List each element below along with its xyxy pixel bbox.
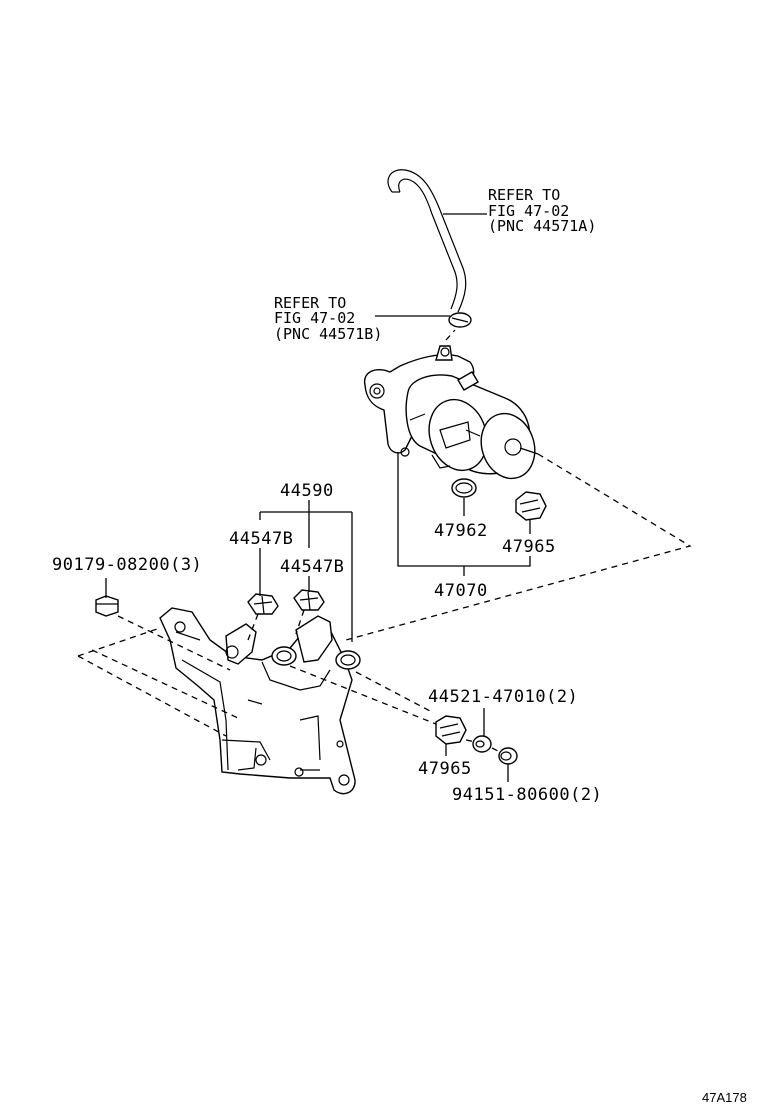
o-ring-47962 — [451, 478, 477, 498]
vacuum-hose — [387, 169, 472, 328]
label-47070: 47070 — [434, 581, 488, 601]
assembly-dashed-lines — [77, 453, 692, 753]
refer-a-line2: FIG 47-02 — [488, 202, 569, 220]
grommet-right — [335, 650, 361, 670]
nut-47965-top — [515, 491, 547, 521]
label-90179: 90179-08200(3) — [52, 555, 202, 575]
label-47965-top: 47965 — [502, 537, 556, 557]
label-47962: 47962 — [434, 521, 488, 541]
grommet-left — [271, 646, 297, 666]
refer-b-line2: FIG 47-02 — [274, 309, 355, 327]
vacuum-pump-assembly — [363, 329, 539, 480]
spacer-44521 — [472, 735, 492, 753]
label-94151: 94151-80600(2) — [452, 785, 602, 805]
nut-90179 — [95, 595, 119, 617]
refer-b-line3: (PNC 44571B) — [274, 325, 382, 343]
label-44547b-2: 44547B — [280, 557, 344, 577]
stud-44547b-1 — [247, 593, 279, 641]
label-44547b-1: 44547B — [229, 529, 293, 549]
stud-44547b-2 — [293, 589, 325, 635]
bracket-44590 — [159, 607, 356, 795]
label-47965-bottom: 47965 — [418, 759, 472, 779]
refer-a-line1: REFER TO — [488, 186, 560, 204]
label-44521: 44521-47010(2) — [428, 687, 578, 707]
leader-lines — [105, 213, 531, 782]
refer-b-line1: REFER TO — [274, 294, 346, 312]
label-44590: 44590 — [280, 481, 334, 501]
refer-a-line3: (PNC 44571A) — [488, 217, 596, 235]
nut-94151 — [498, 747, 518, 765]
figure-code: 47A178 — [702, 1090, 747, 1105]
nut-47965-bottom — [435, 715, 467, 745]
